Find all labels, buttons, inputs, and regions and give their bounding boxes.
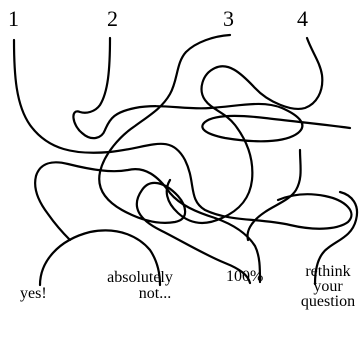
answer-absolutely-not: absolutely not...	[96, 270, 184, 302]
answer-rethink-line-1: rethink	[298, 264, 358, 279]
answer-rethink-line-2: your	[298, 279, 358, 294]
tangle-line-3	[99, 35, 250, 283]
tangle-line-2	[73, 38, 350, 141]
answer-100-percent: 100%	[226, 269, 263, 285]
answer-rethink-your-question: rethink your question	[298, 264, 358, 309]
answer-yes: yes!	[20, 286, 47, 302]
answer-rethink-line-3: question	[298, 294, 358, 309]
answer-absolutely-not-line-1: absolutely	[96, 270, 184, 286]
answer-absolutely-not-line-2: not...	[96, 286, 184, 302]
tangle-line-1	[14, 40, 351, 229]
